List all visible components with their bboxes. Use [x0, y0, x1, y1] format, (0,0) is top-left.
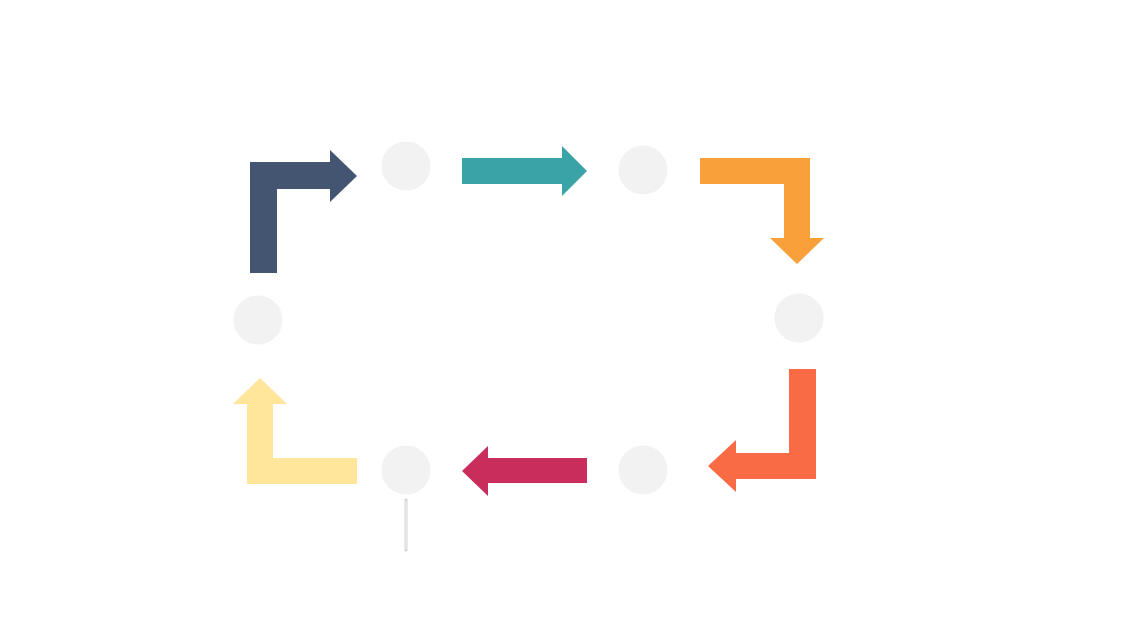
arrow-top — [462, 146, 587, 196]
arrow-left-to-top — [250, 150, 357, 273]
node-top-right — [618, 145, 668, 195]
arrow-right-to-bottom — [708, 369, 816, 492]
node-bottom-left — [381, 445, 431, 495]
arrow-bottom — [462, 446, 587, 496]
node-left — [233, 295, 283, 345]
node-right — [774, 293, 824, 343]
node-top-left — [381, 141, 431, 191]
arrow-bottom-left-corner — [233, 378, 357, 484]
node-bottom-right — [618, 445, 668, 495]
arrow-top-right-corner — [700, 158, 824, 264]
